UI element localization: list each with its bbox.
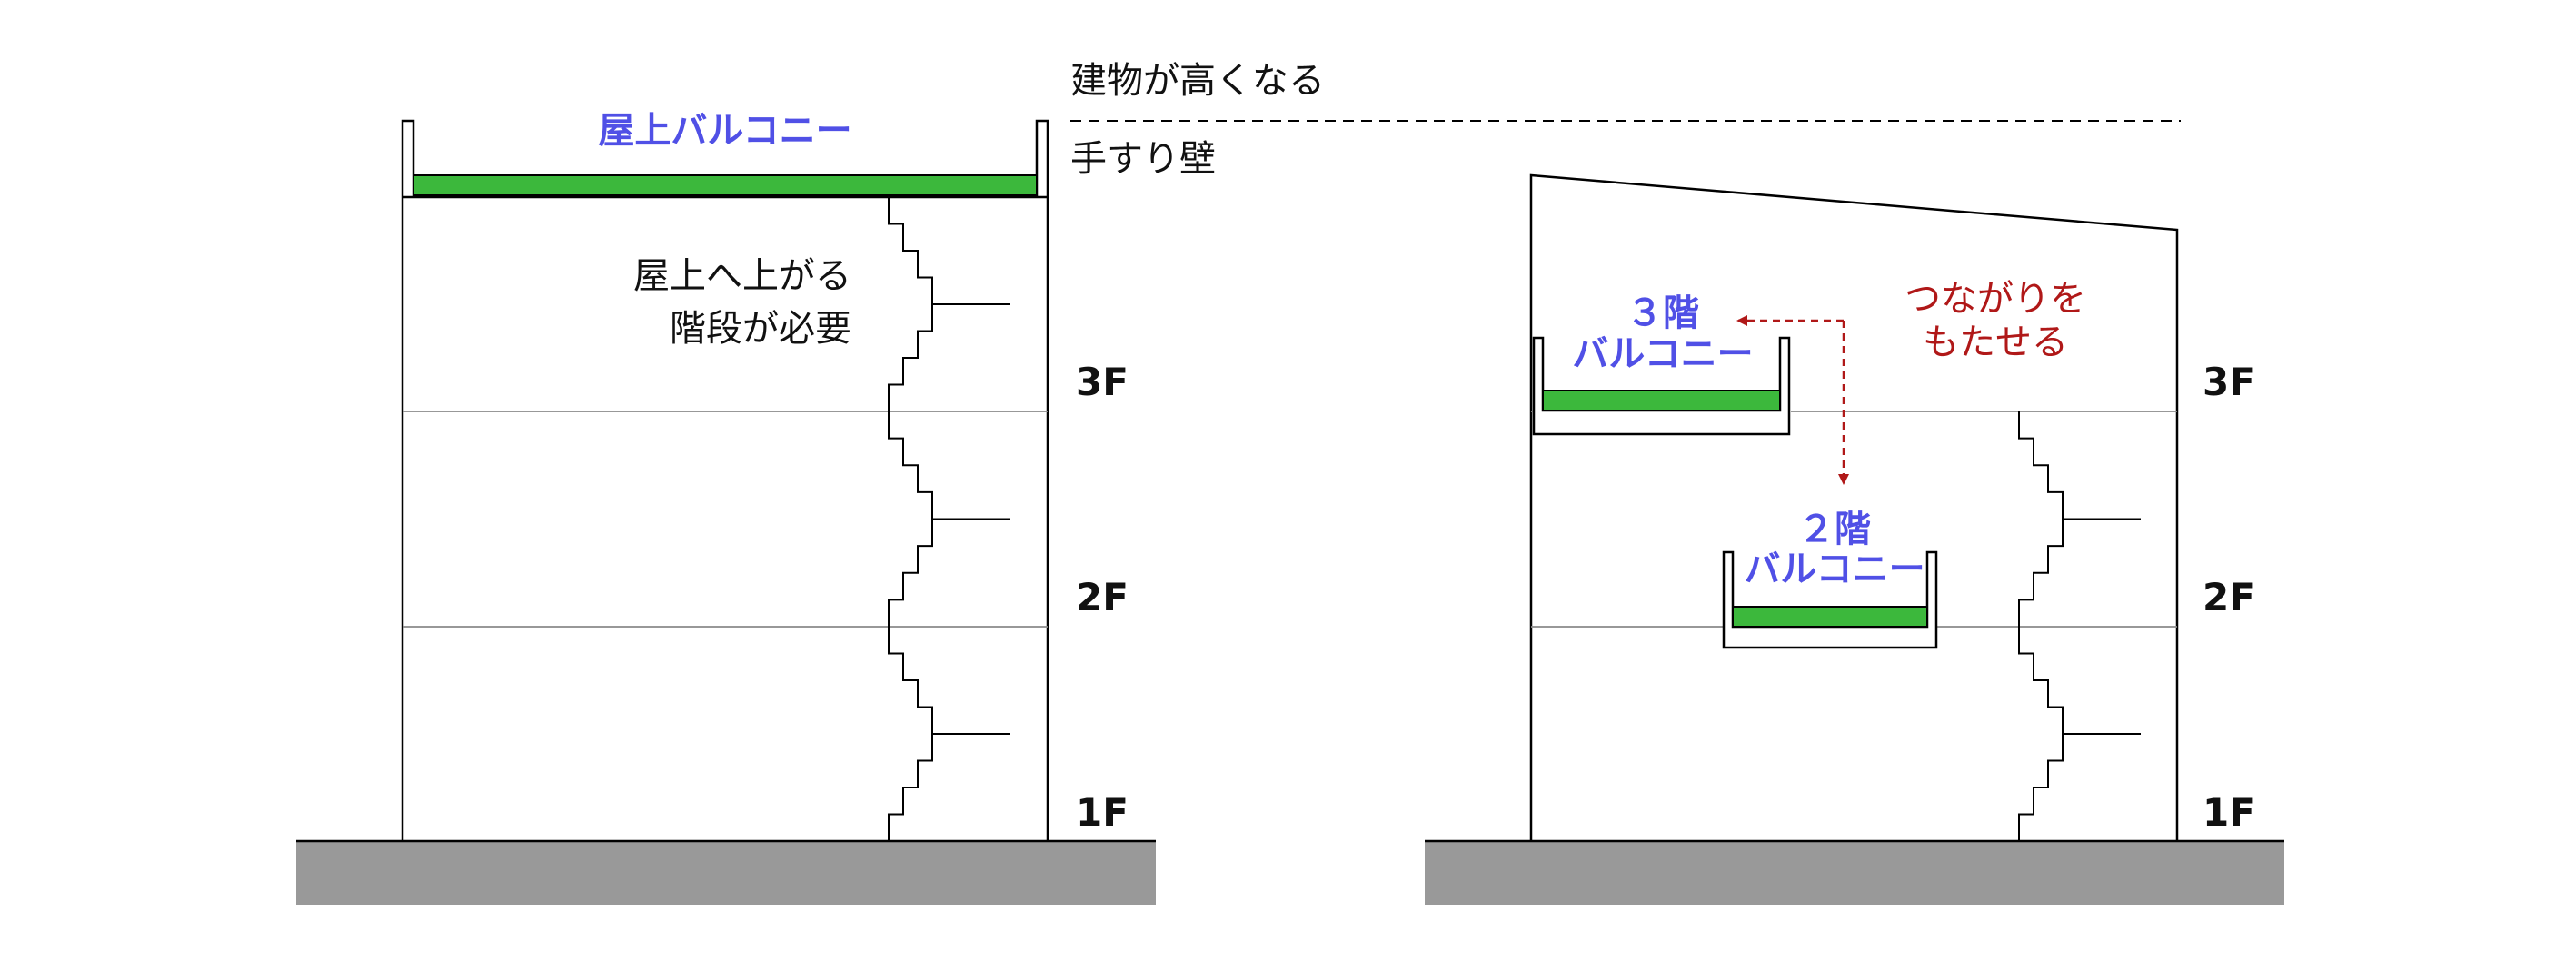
stair-flight xyxy=(2018,411,2077,627)
ground-right xyxy=(1425,841,2284,905)
left-building xyxy=(296,119,1156,905)
stair-flight xyxy=(888,197,947,411)
label-stairs-note-1: 屋上へ上がる xyxy=(633,255,851,297)
label-floor-right-1f: 1F xyxy=(2203,790,2255,835)
parapet-right xyxy=(1035,119,1049,197)
balcony-3f-outline xyxy=(1532,336,1791,436)
label-floor-left-2f: 2F xyxy=(1076,575,1129,619)
right-building xyxy=(1425,173,2284,905)
balcony-2f-floor xyxy=(1732,606,1928,628)
label-rooftop-balcony: 屋上バルコニー xyxy=(598,110,851,152)
label-parapet: 手すり壁 xyxy=(1070,138,1216,180)
label-balcony-3f-2: バルコニー xyxy=(1572,333,1753,375)
label-connect-2: もたせる xyxy=(1923,322,2068,363)
label-balcony-3f-1: ３階 xyxy=(1626,292,1699,334)
balcony-2f-outline xyxy=(1722,550,1938,649)
right-building-outline xyxy=(1529,173,2179,841)
stair-flight xyxy=(2018,627,2077,841)
label-connect-1: つながりを xyxy=(1905,278,2086,320)
stair-flight xyxy=(888,627,947,841)
label-floor-left-1f: 1F xyxy=(1076,790,1129,835)
label-floor-right-2f: 2F xyxy=(2203,575,2255,619)
label-balcony-2f-1: ２階 xyxy=(1798,509,1871,550)
label-balcony-2f-2: バルコニー xyxy=(1744,549,1925,590)
ground-left xyxy=(296,841,1156,905)
right-staircase xyxy=(2018,411,2141,841)
label-floor-left-3f: 3F xyxy=(1076,360,1129,404)
label-stairs-note-2: 階段が必要 xyxy=(670,308,851,350)
left-staircase xyxy=(888,197,1010,841)
balcony-3f-floor xyxy=(1542,390,1781,411)
stair-flight xyxy=(888,411,947,627)
label-floor-right-3f: 3F xyxy=(2203,360,2255,404)
label-building-taller: 建物が高くなる xyxy=(1070,60,1325,102)
rooftop-balcony-floor xyxy=(413,174,1038,196)
parapet-left xyxy=(401,119,415,197)
